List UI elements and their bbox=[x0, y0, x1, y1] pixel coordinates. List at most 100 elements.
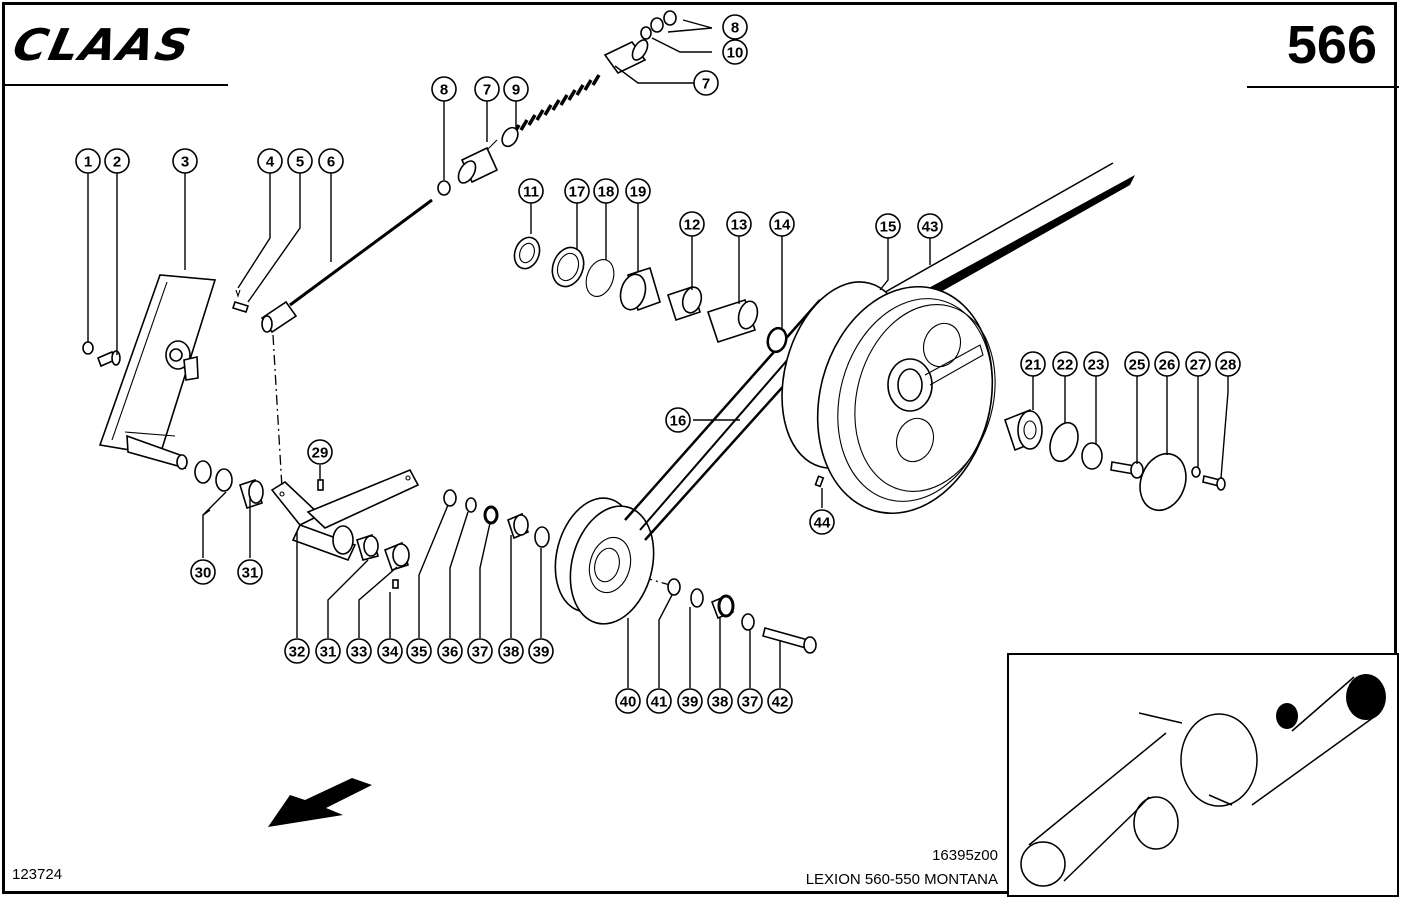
callout-22: 22 bbox=[1052, 351, 1078, 377]
callout-circle bbox=[467, 638, 493, 664]
callout-label: 40 bbox=[620, 694, 637, 711]
grease-nipple-44 bbox=[814, 475, 825, 488]
assembly-axis-line bbox=[272, 334, 283, 489]
header-rule-left bbox=[3, 84, 228, 86]
callout-11: 11 bbox=[518, 178, 544, 204]
model-name: LEXION 560-550 MONTANA bbox=[805, 871, 998, 888]
callout-42: 42 bbox=[767, 688, 793, 714]
callout-label: 44 bbox=[814, 515, 831, 532]
callout-circle bbox=[237, 559, 263, 585]
needle-bearing-19 bbox=[619, 266, 661, 312]
nut-8-upper-a bbox=[650, 17, 664, 33]
callout-label: 9 bbox=[512, 82, 520, 99]
callout-circle bbox=[318, 148, 344, 174]
callout-label: 31 bbox=[320, 644, 337, 661]
tension-rod-6 bbox=[260, 198, 433, 334]
callout-39: 39 bbox=[528, 638, 554, 664]
leader-lines bbox=[87, 19, 1229, 688]
washer-30-b bbox=[215, 468, 233, 492]
bearing-38-lower bbox=[710, 594, 735, 620]
callout-label: 38 bbox=[712, 694, 729, 711]
seal-14 bbox=[766, 326, 788, 354]
grease-nipple-34 bbox=[392, 579, 399, 589]
callout-circle bbox=[767, 688, 793, 714]
bushing-31-left bbox=[239, 478, 264, 510]
callout-label: 33 bbox=[351, 644, 368, 661]
bushing-31-right bbox=[356, 533, 379, 561]
callout-circle bbox=[615, 688, 641, 714]
callout-circle bbox=[707, 688, 733, 714]
callout-circle bbox=[307, 439, 333, 465]
spring-assembly bbox=[437, 10, 677, 196]
callout-circle bbox=[518, 178, 544, 204]
bolt-25 bbox=[1110, 461, 1144, 479]
callout-label: 2 bbox=[113, 154, 121, 171]
callout-label: 10 bbox=[727, 45, 744, 62]
callout-circle bbox=[737, 688, 763, 714]
spring-sleeve-7-upper bbox=[603, 39, 649, 75]
callout-7: 7 bbox=[474, 76, 500, 102]
callout-label: 16 bbox=[670, 413, 687, 430]
callout-circle bbox=[284, 638, 310, 664]
callout-10: 10 bbox=[722, 39, 748, 65]
callout-label: 23 bbox=[1088, 357, 1105, 374]
callout-32: 32 bbox=[284, 638, 310, 664]
callout-circle bbox=[315, 638, 341, 664]
callout-circle bbox=[1185, 351, 1211, 377]
callout-label: 22 bbox=[1057, 357, 1074, 374]
callout-4: 4 bbox=[257, 148, 283, 174]
seal-37-upper bbox=[483, 505, 499, 525]
callout-label: 43 bbox=[922, 219, 939, 236]
callout-29: 29 bbox=[307, 439, 333, 465]
callout-circle bbox=[809, 509, 835, 535]
callout-label: 38 bbox=[503, 644, 520, 661]
callout-circle bbox=[564, 178, 590, 204]
callout-2: 2 bbox=[104, 148, 130, 174]
callout-21: 21 bbox=[1020, 351, 1046, 377]
callout-5: 5 bbox=[287, 148, 313, 174]
spacer-41 bbox=[667, 578, 681, 596]
callout-label: 27 bbox=[1190, 357, 1207, 374]
callout-23: 23 bbox=[1083, 351, 1109, 377]
callout-circle bbox=[406, 638, 432, 664]
bracket-3 bbox=[98, 274, 217, 470]
callout-label: 8 bbox=[731, 20, 739, 37]
bearing-21 bbox=[1004, 408, 1043, 452]
callout-label: 39 bbox=[533, 644, 550, 661]
callout-circle bbox=[917, 213, 943, 239]
belt-routing-schematic bbox=[1020, 674, 1386, 887]
callout-38: 38 bbox=[498, 638, 524, 664]
callout-circle bbox=[346, 638, 372, 664]
idler-pulley-40 bbox=[554, 497, 655, 625]
main-pulley-15 bbox=[781, 281, 996, 515]
spring-sleeve-7-lower bbox=[457, 139, 499, 184]
washer-10 bbox=[640, 26, 652, 40]
bolt-28 bbox=[1202, 475, 1226, 491]
header-rule-right bbox=[1247, 86, 1399, 88]
circlip-22 bbox=[1049, 421, 1079, 463]
callout-label: 41 bbox=[651, 694, 668, 711]
callout-39: 39 bbox=[677, 688, 703, 714]
callout-circle bbox=[257, 148, 283, 174]
callout-circle bbox=[593, 178, 619, 204]
callout-label: 31 bbox=[242, 565, 259, 582]
bearing-ring-17 bbox=[551, 246, 585, 288]
inset-pulley-lower-left bbox=[1020, 841, 1066, 887]
callout-circle bbox=[625, 178, 651, 204]
callout-14: 14 bbox=[769, 211, 795, 237]
callout-31: 31 bbox=[315, 638, 341, 664]
callout-label: 14 bbox=[774, 217, 791, 234]
callout-circle bbox=[1020, 351, 1046, 377]
page-number: 566 bbox=[1286, 15, 1377, 75]
nut-8-upper-b bbox=[663, 10, 677, 26]
washer-37-lower bbox=[741, 613, 755, 631]
washer-27 bbox=[1191, 466, 1201, 478]
nut-8-lower bbox=[437, 180, 451, 196]
callout-label: 17 bbox=[569, 184, 586, 201]
tension-arm-32 bbox=[270, 468, 420, 562]
inset-main-pulley bbox=[1180, 713, 1258, 807]
circlip-39-lower bbox=[690, 588, 704, 608]
callout-28: 28 bbox=[1215, 351, 1241, 377]
